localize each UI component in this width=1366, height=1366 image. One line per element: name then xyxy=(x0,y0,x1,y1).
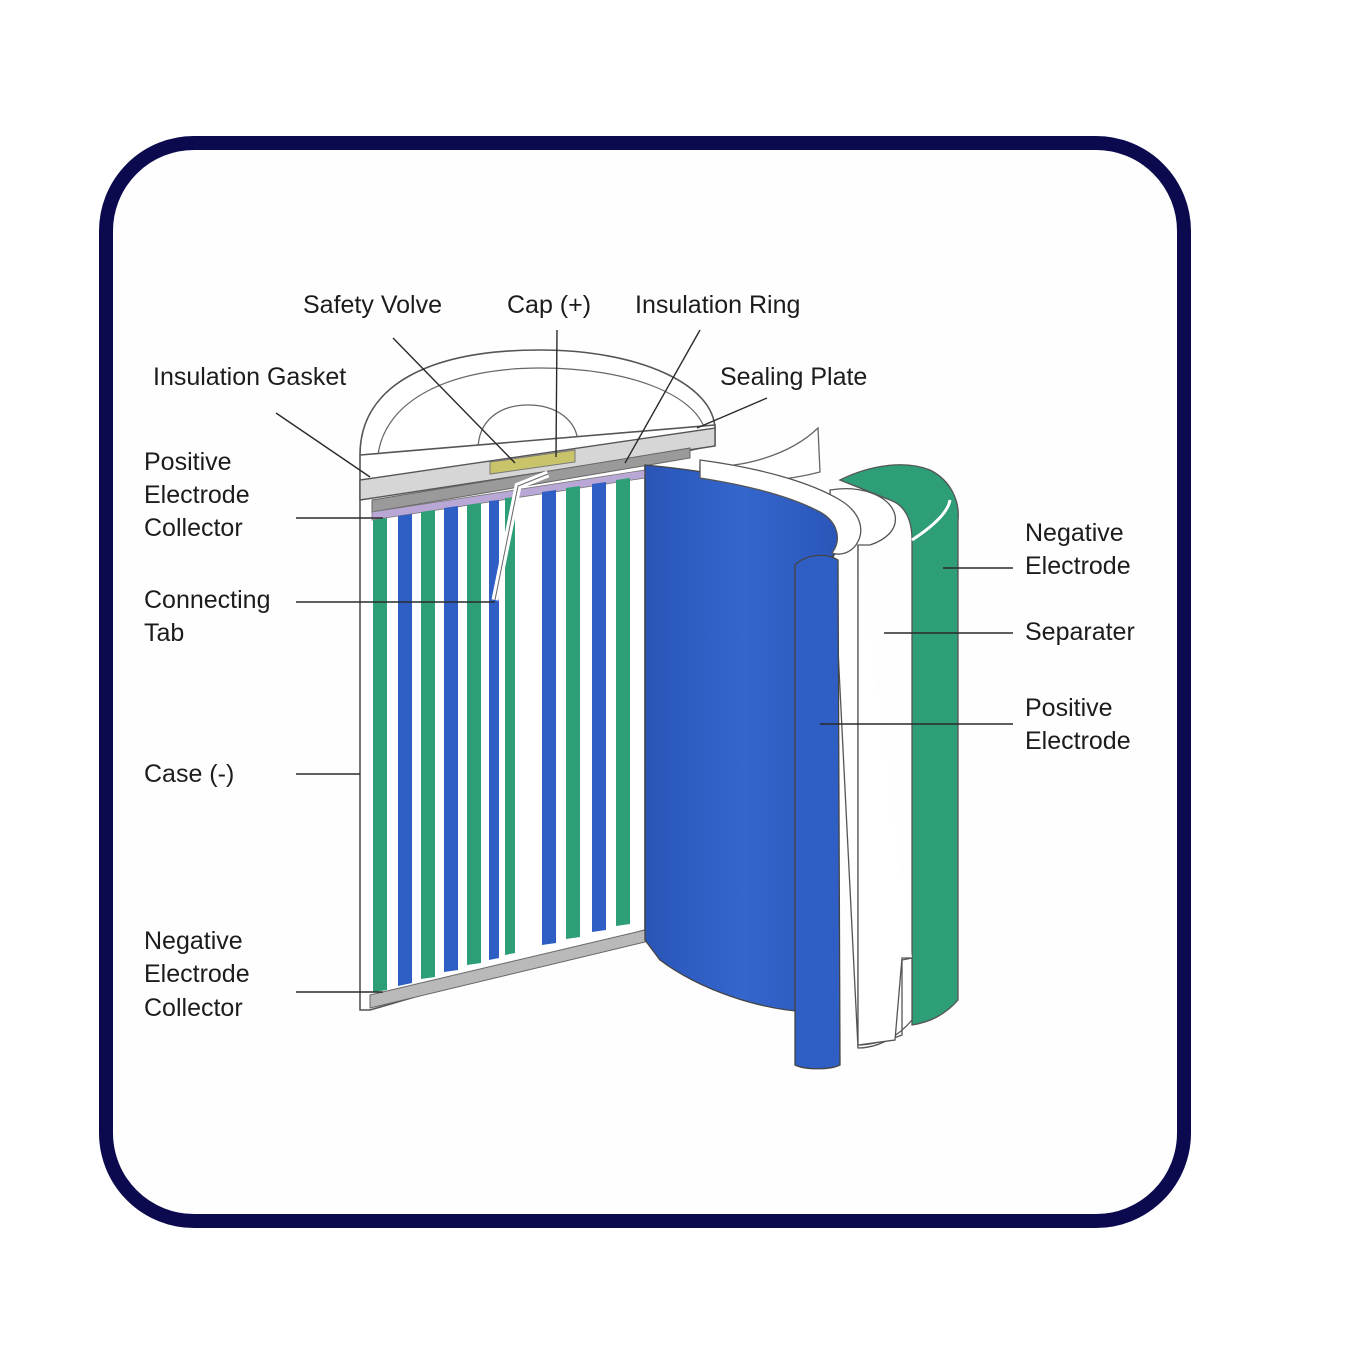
label-safety-valve: Safety Volve xyxy=(303,291,442,319)
label-connecting-tab-line2: Tab xyxy=(144,619,184,647)
label-positive-electrode-line2: Electrode xyxy=(1025,727,1131,755)
label-insulation-ring: Insulation Ring xyxy=(635,291,800,319)
label-separator: Separater xyxy=(1025,618,1135,646)
electrode-stripes xyxy=(373,478,630,992)
leader-insulation-ring xyxy=(624,329,701,464)
label-positive-electrode-collector-line1: Positive xyxy=(144,448,232,476)
label-insulation-gasket: Insulation Gasket xyxy=(153,363,346,391)
label-negative-electrode-line1: Negative xyxy=(1025,519,1124,547)
safety-valve-shape xyxy=(489,449,576,475)
label-negative-electrode-line2: Electrode xyxy=(1025,552,1131,580)
leader-sealing-plate xyxy=(696,397,768,429)
label-sealing-plate: Sealing Plate xyxy=(720,363,867,391)
label-positive-electrode-collector-line2: Electrode xyxy=(144,481,250,509)
cell-body xyxy=(359,424,716,1011)
negative-electrode-layer xyxy=(838,464,959,1026)
label-positive-electrode-line1: Positive xyxy=(1025,694,1113,722)
label-negative-electrode-collector-line1: Negative xyxy=(144,927,243,955)
leader-lines xyxy=(275,329,1013,993)
label-cap: Cap (+) xyxy=(507,291,591,319)
labels: Safety Volve Cap (+) Insulation Ring Ins… xyxy=(144,291,1135,1022)
leader-cap xyxy=(555,329,558,458)
label-positive-electrode-collector-line3: Collector xyxy=(144,514,243,542)
label-connecting-tab-line1: Connecting xyxy=(144,586,270,614)
label-case: Case (-) xyxy=(144,760,234,788)
unrolled-layers xyxy=(644,426,959,1070)
positive-electrode-layer xyxy=(794,554,841,1070)
leader-insulation-gasket xyxy=(275,412,371,478)
negative-electrode-collector-plate xyxy=(369,929,646,1009)
label-negative-electrode-collector-line3: Collector xyxy=(144,994,243,1022)
leader-safety-valve xyxy=(392,337,516,464)
label-negative-electrode-collector-line2: Electrode xyxy=(144,960,250,988)
